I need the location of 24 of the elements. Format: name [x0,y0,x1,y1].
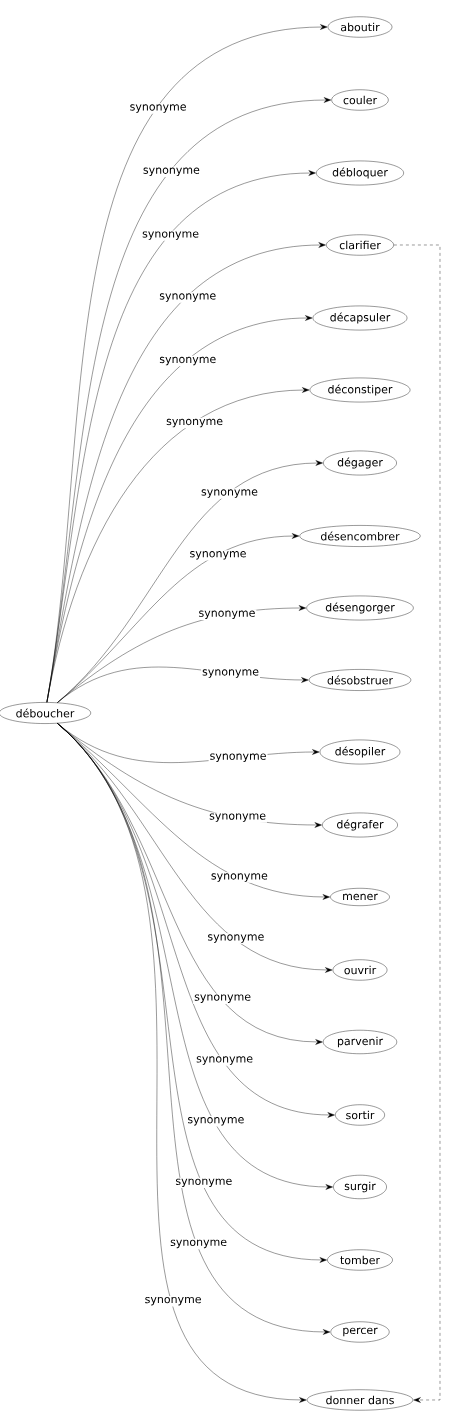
edge-label: synonyme [165,417,225,429]
edge-label: synonyme [208,752,268,763]
edge-label: synonyme [188,550,248,561]
edge-label: synonyme [193,993,253,1004]
edge-label: synonyme [206,933,266,944]
edge-label: synonyme [200,488,259,499]
edge-label: synonyme [158,292,218,303]
arrow [46,387,310,703]
edge-label: synonyme [128,103,188,114]
arrow [57,723,333,973]
edge-label: synonyme [195,1055,255,1066]
edge-label: synonyme [143,1295,203,1307]
edge-label: synonyme [209,872,269,883]
edge-label: synonyme [158,355,218,367]
edge-label: synonyme [208,812,268,823]
arrow [393,244,441,1403]
edge-label: synonyme [169,1238,229,1250]
edge-label: synonyme [201,668,260,679]
edge-label: synonyme [174,1177,234,1189]
edge-label: synonyme [186,1116,246,1127]
edge-label: synonyme [141,166,201,178]
edge-label: synonyme [141,230,201,241]
edge-label: synonyme [197,609,257,620]
arrow [57,723,307,1403]
